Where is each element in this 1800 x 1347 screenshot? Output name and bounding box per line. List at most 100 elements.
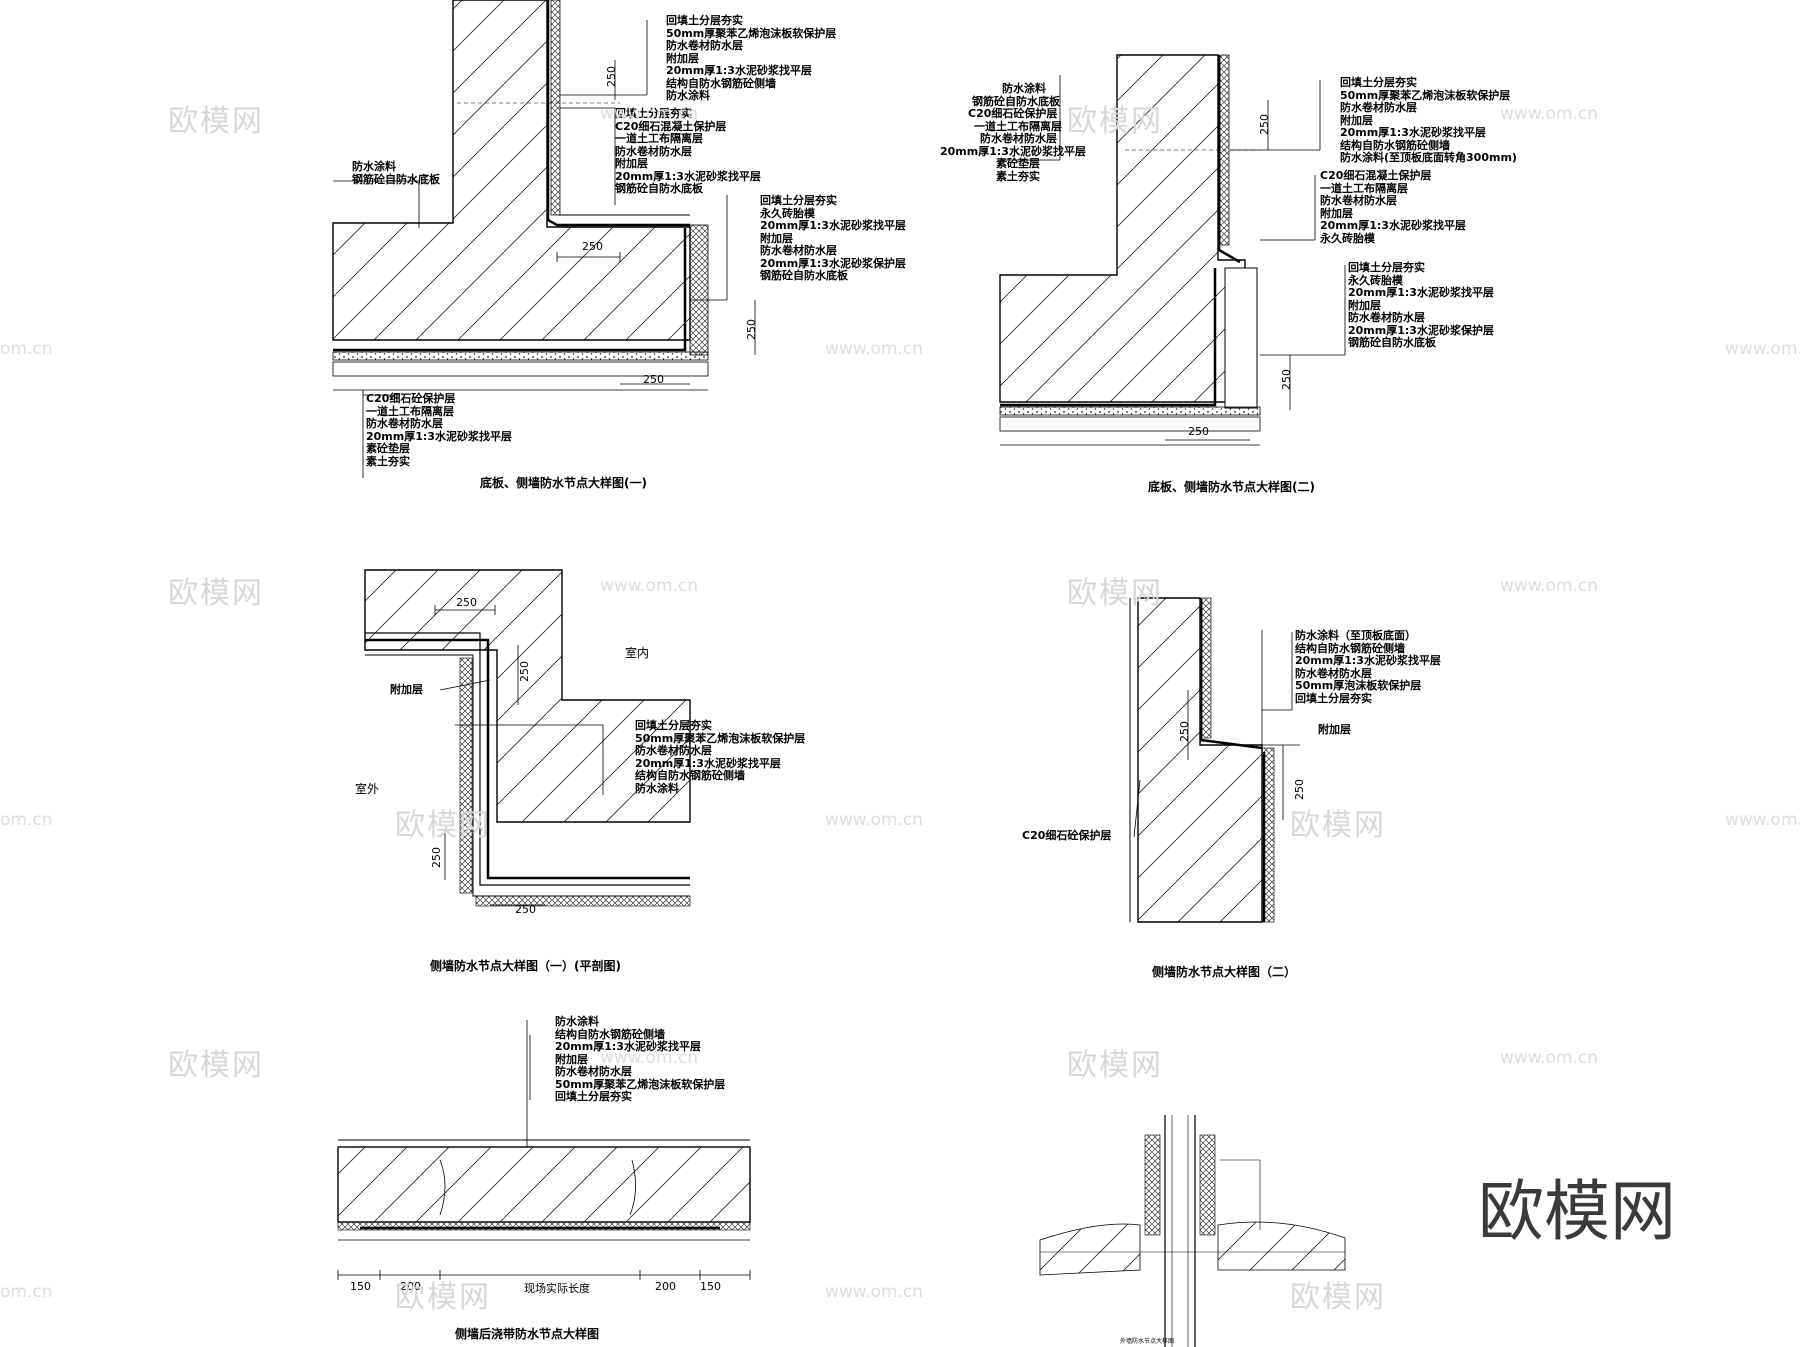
d1-r3-label-4: 防水卷材防水层: [760, 244, 837, 257]
d3-dim-2: 250: [430, 847, 443, 868]
watermark-logo-4: 欧模网: [1067, 576, 1163, 611]
d1-b-label-1: 一道土工布隔离层: [366, 404, 454, 418]
d3-indoor-label: 室内: [625, 646, 650, 660]
watermark-url-11: www.om.cn: [600, 1048, 699, 1068]
d1-b-label-2: 防水卷材防水层: [366, 417, 443, 430]
d4-protect-label: C20细石砼保护层: [1022, 829, 1112, 842]
detail-1-title: 底板、侧墙防水节点大样图(一): [480, 476, 647, 490]
d1-r3-label-2: 20mm厚1:3水泥砂浆找平层: [760, 219, 906, 232]
watermark-logo-1: 欧模网: [168, 104, 264, 139]
d1-r-label-2: 防水卷材防水层: [666, 39, 743, 52]
d1-r2-label-0: 回填土分层夯实: [615, 107, 692, 120]
d1-r2-label-5: 20mm厚1:3水泥砂浆找平层: [615, 169, 761, 183]
detail-2-right-labels2-group: C20细石混凝土保护层 一道土工布隔离层 防水卷材防水层 附加层 20mm厚1:…: [1320, 169, 1466, 245]
d1-dim-3: 250: [643, 373, 664, 386]
d5-label-5: 50mm厚聚苯乙烯泡沫板软保护层: [555, 1077, 726, 1091]
d3-dim-0: 250: [456, 596, 477, 609]
d1-b-label-0: C20细石砼保护层: [366, 392, 456, 405]
detail-1-left-labels-group: 防水涂料 钢筋砼自防水底板: [352, 160, 440, 186]
d3-dim-3: 250: [515, 903, 536, 916]
d2-r2-label-3: 附加层: [1320, 206, 1353, 220]
d1-l-label-1: 钢筋砼自防水底板: [352, 172, 440, 186]
d1-r3-label-5: 20mm厚1:3水泥砂浆保护层: [760, 256, 906, 270]
d4-label-3: 防水卷材防水层: [1295, 666, 1372, 680]
d1-r2-label-3: 防水卷材防水层: [615, 144, 692, 158]
d2-r2-label-2: 防水卷材防水层: [1320, 194, 1397, 207]
d2-l-label-2: C20细石砼保护层: [968, 107, 1058, 120]
watermark-url-6: www.om.cn: [600, 576, 699, 596]
d5-dim-1: 200: [400, 1280, 421, 1293]
d2-r-label-2: 防水卷材防水层: [1340, 101, 1417, 114]
brand-logo: 欧模网: [1478, 1173, 1676, 1250]
watermark-url-7: www.om.cn: [1500, 576, 1599, 596]
watermark-logo-2: 欧模网: [1067, 104, 1163, 139]
d1-r-label-3: 附加层: [666, 51, 699, 65]
d3-outdoor-label: 室外: [355, 782, 380, 796]
d4-dim-1: 250: [1293, 779, 1306, 800]
d2-l-label-4: 防水卷材防水层: [980, 132, 1057, 145]
watermark-logo-10: 欧模网: [1290, 1280, 1386, 1315]
detail-4-labels-group: 防水涂料（至顶板底面） 结构自防水钢筋砼侧墙 20mm厚1:3水泥砂浆找平层 防…: [1295, 629, 1441, 705]
d3-dim-1: 250: [518, 661, 531, 682]
d3-label-1: 50mm厚聚苯乙烯泡沫板软保护层: [635, 731, 806, 745]
d3-label-3: 20mm厚1:3水泥砂浆找平层: [635, 756, 781, 770]
d1-r2-label-1: C20细石混凝土保护层: [615, 119, 727, 133]
d5-label-1: 结构自防水钢筋砼侧墙: [555, 1027, 665, 1041]
d1-r2-label-6: 钢筋砼自防水底板: [615, 182, 703, 195]
d1-r-label-4: 20mm厚1:3水泥砂浆找平层: [666, 64, 812, 77]
detail-4-title: 侧墙防水节点大样图（二）: [1152, 965, 1297, 979]
d2-r3-label-0: 回填土分层夯实: [1348, 261, 1425, 274]
detail-5-labels-group: 防水涂料 结构自防水钢筋砼侧墙 20mm厚1:3水泥砂浆找平层 附加层 防水卷材…: [555, 1015, 726, 1104]
detail-5-title: 侧墙后浇带防水节点大样图: [455, 1327, 600, 1341]
d2-r-label-3: 附加层: [1340, 113, 1373, 127]
d1-r3-label-0: 回填土分层夯实: [760, 194, 837, 207]
d2-r3-label-2: 20mm厚1:3水泥砂浆找平层: [1348, 286, 1494, 299]
detail-1-bottom-labels-group: C20细石砼保护层 一道土工布隔离层 防水卷材防水层 20mm厚1:3水泥砂浆找…: [366, 392, 512, 468]
d4-added-layer-label: 附加层: [1318, 723, 1351, 736]
d1-l-label-0: 防水涂料: [352, 160, 396, 173]
d1-b-label-4: 素砼垫层: [366, 442, 410, 455]
detail-1-right-labels-group: 回填土分层夯实 50mm厚聚苯乙烯泡沫板软保护层 防水卷材防水层 附加层 20m…: [666, 14, 837, 103]
d2-r3-label-4: 防水卷材防水层: [1348, 311, 1425, 324]
d2-l-label-3: 一道土工布隔离层: [974, 119, 1062, 133]
d1-dim-2: 250: [745, 319, 758, 340]
d2-l-label-7: 素土夯实: [996, 169, 1040, 183]
d1-r-label-5: 结构自防水钢筋砼侧墙: [666, 76, 776, 90]
watermark-url-2: www.om.cn: [1500, 104, 1599, 124]
watermark-logo-3: 欧模网: [168, 576, 264, 611]
d3-label-5: 防水涂料: [635, 781, 679, 795]
d2-dim-2: 250: [1188, 425, 1209, 438]
d1-r3-label-6: 钢筋砼自防水底板: [760, 269, 848, 282]
watermark-logo-7: 欧模网: [168, 1048, 264, 1083]
d5-label-2: 20mm厚1:3水泥砂浆找平层: [555, 1040, 701, 1053]
d3-label-4: 结构自防水钢筋砼侧墙: [635, 769, 745, 782]
d3-label-0: 回填土分层夯实: [635, 719, 712, 732]
watermark-url-1: www.om.cn: [600, 104, 699, 124]
d2-l-label-6: 素砼垫层: [996, 157, 1040, 170]
d1-r-label-0: 回填土分层夯实: [666, 14, 743, 27]
watermark-url-4: www.om.cn: [1725, 339, 1800, 359]
d1-r3-label-1: 永久砖胎模: [760, 206, 815, 220]
d1-r-label-1: 50mm厚聚苯乙烯泡沫板软保护层: [666, 26, 837, 40]
d2-r3-label-1: 永久砖胎模: [1348, 273, 1403, 287]
watermark-logo-9: 欧模网: [395, 1280, 491, 1315]
d2-dim-1: 250: [1280, 369, 1293, 390]
d5-dim-0: 150: [350, 1280, 371, 1293]
watermark-url-8: www.om.cn: [825, 810, 924, 830]
d2-r3-label-6: 钢筋砼自防水底板: [1348, 336, 1436, 349]
d4-label-1: 结构自防水钢筋砼侧墙: [1295, 641, 1405, 655]
watermark-logo-8: 欧模网: [1067, 1048, 1163, 1083]
watermark-logo-5: 欧模网: [395, 808, 491, 843]
d4-label-0: 防水涂料（至顶板底面）: [1295, 629, 1416, 642]
d2-l-label-0: 防水涂料: [1002, 82, 1046, 95]
d1-dim-1: 250: [605, 66, 618, 87]
d5-dim-4: 150: [700, 1280, 721, 1293]
d2-r-label-4: 20mm厚1:3水泥砂浆找平层: [1340, 126, 1486, 139]
detail-2-right-labels-group: 回填土分层夯实 50mm厚聚苯乙烯泡沫板软保护层 防水卷材防水层 附加层 20m…: [1340, 76, 1517, 165]
d4-label-5: 回填土分层夯实: [1295, 691, 1372, 705]
d2-dim-0: 250: [1258, 114, 1271, 135]
d2-r2-label-1: 一道土工布隔离层: [1320, 181, 1408, 195]
watermark-url-14: om.cn: [0, 1282, 53, 1302]
